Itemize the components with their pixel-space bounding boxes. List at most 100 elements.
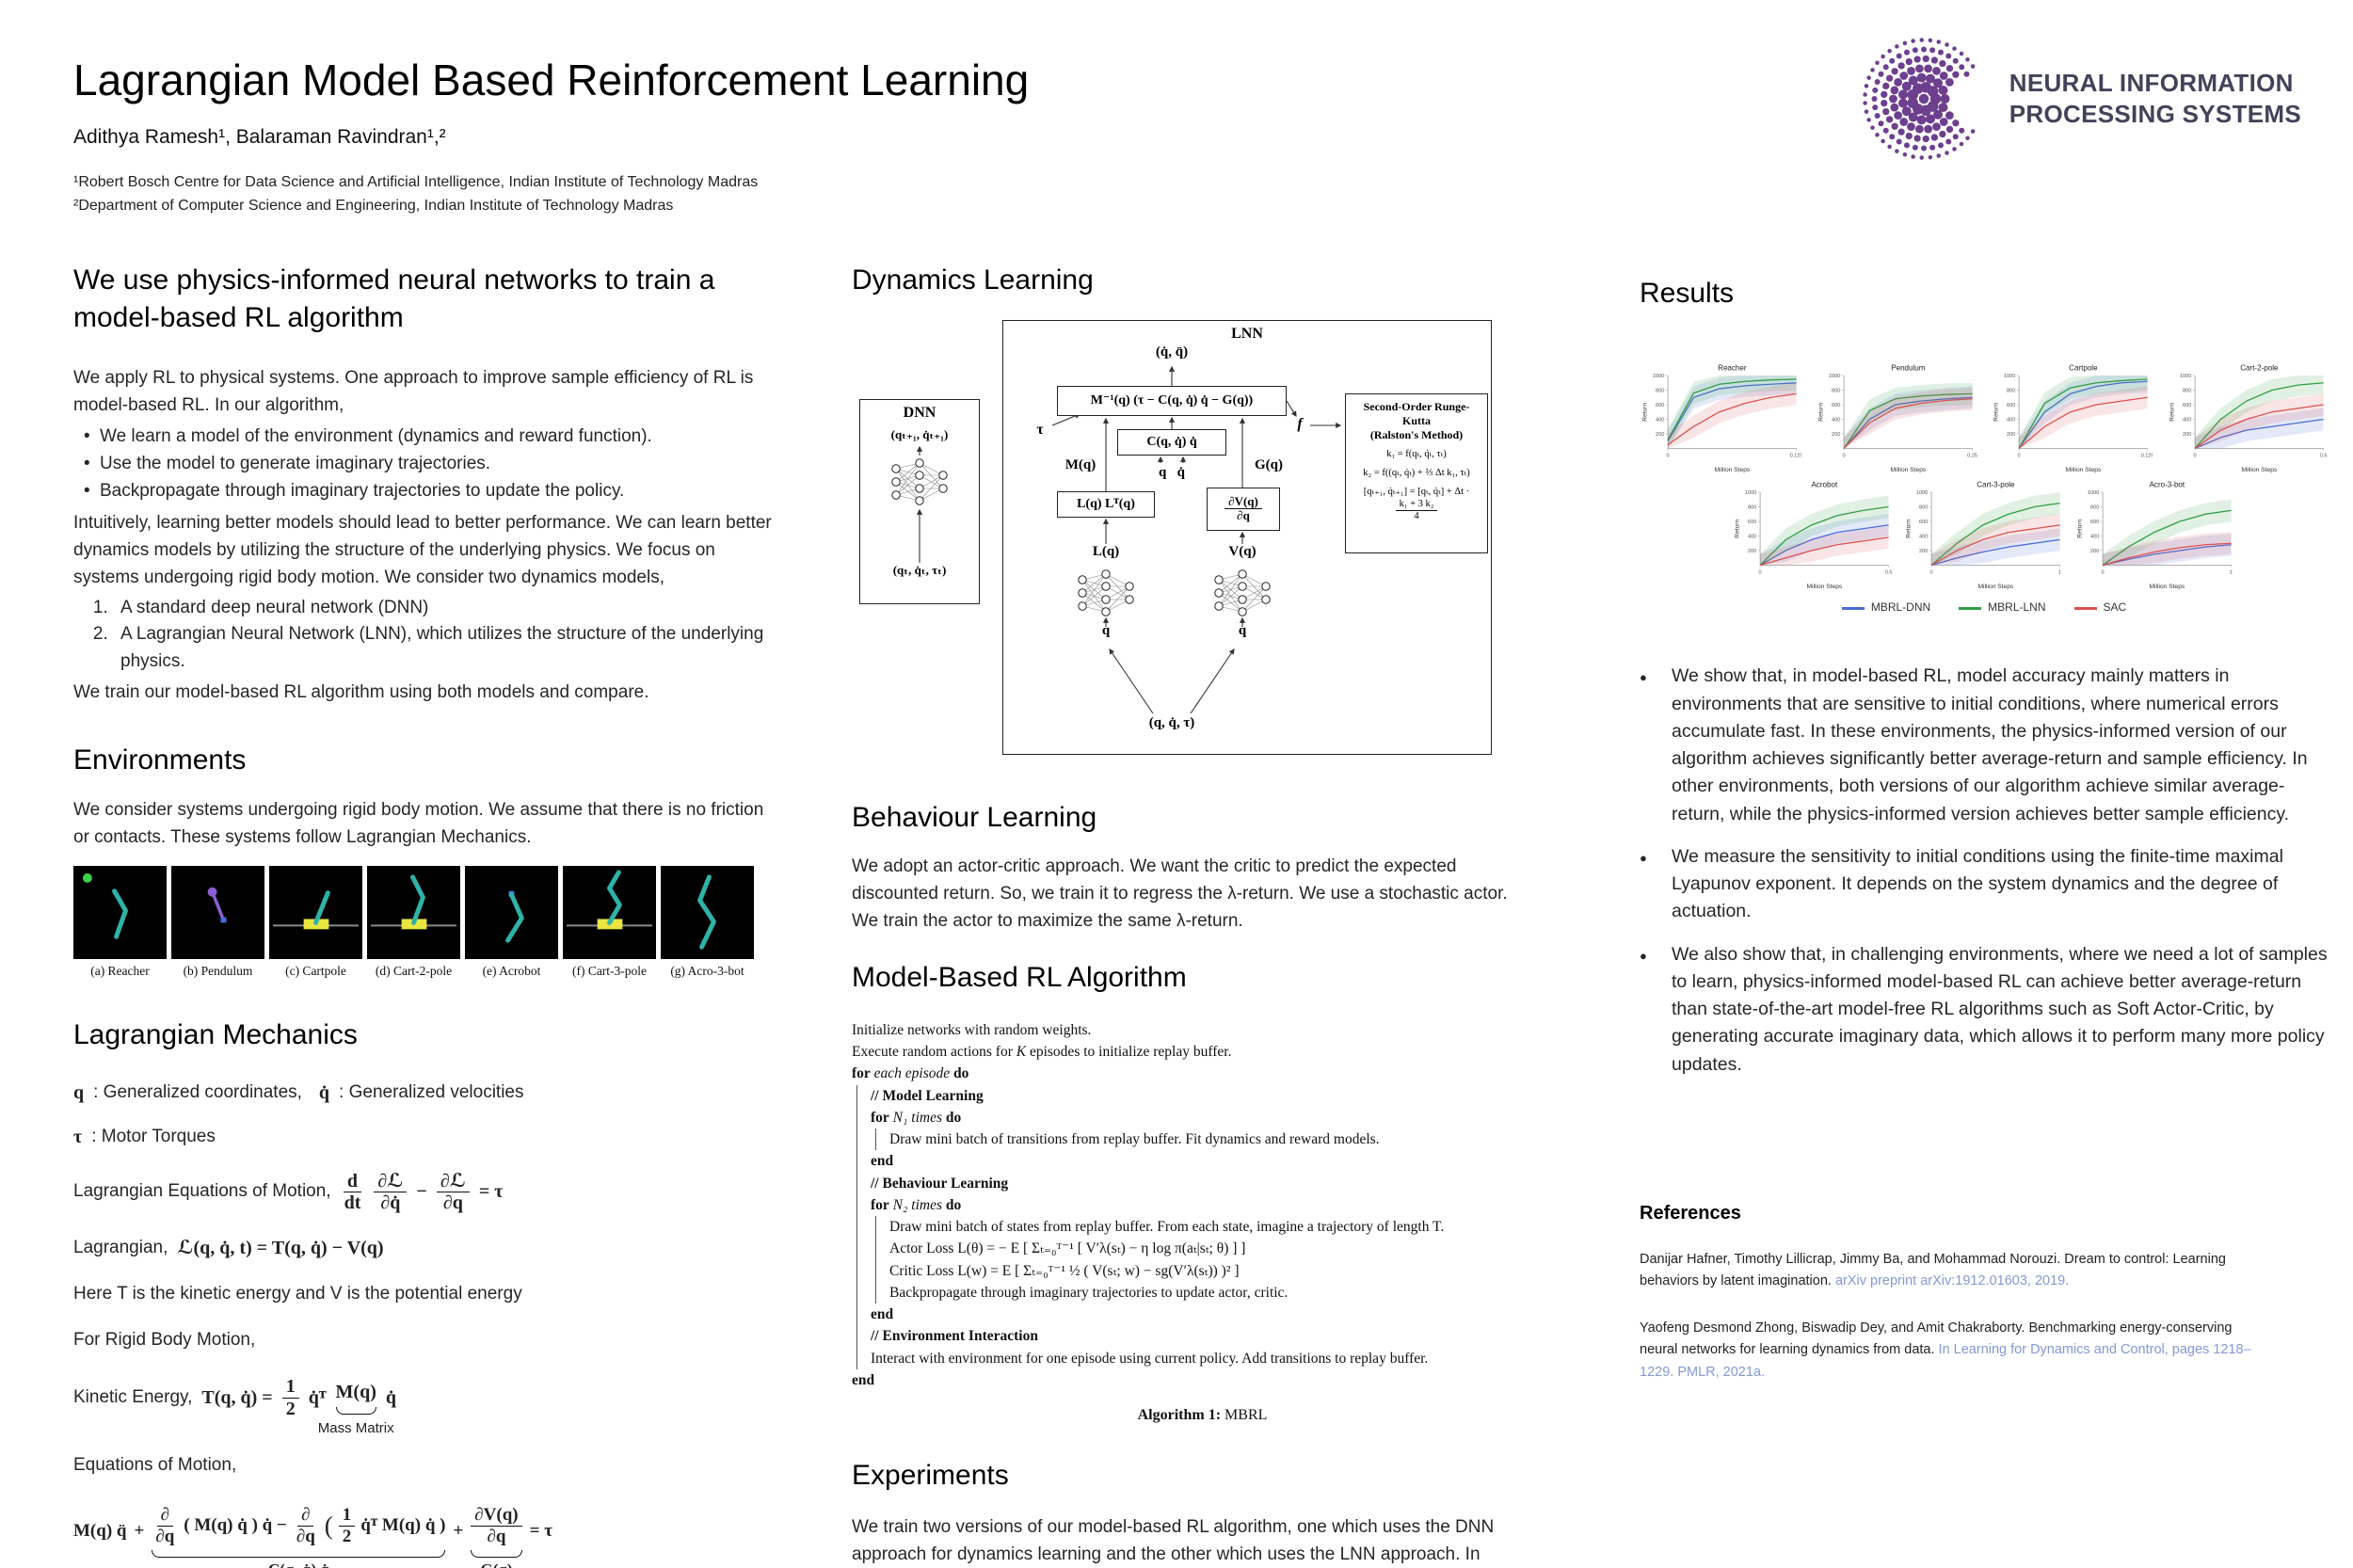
env-caption: (c) Cartpole [285, 963, 346, 978]
svg-text:Cart-3-pole: Cart-3-pole [1977, 481, 2015, 489]
env-tile-pendulum: (b) Pendulum [171, 865, 264, 979]
svg-text:Return: Return [1735, 519, 1741, 537]
svg-text:800: 800 [2090, 505, 2099, 511]
reference-2-link[interactable]: In Learning for Dynamics and Control, pa… [1640, 1342, 2251, 1380]
middle-column: Dynamics Learning [852, 262, 1553, 1568]
authors-line: Adithya Ramesh¹, Balaraman Ravindran¹,² [73, 126, 446, 148]
svg-text:1000: 1000 [2004, 374, 2015, 379]
env-caption: (a) Reacher [90, 963, 150, 978]
mass-matrix-brace: M(q) Mass Matrix [317, 1381, 394, 1436]
svg-text:1000: 1000 [1653, 374, 1664, 379]
lagrangian-mechanics-heading: Lagrangian Mechanics [73, 1018, 358, 1050]
pendulum-bob [207, 887, 217, 897]
svg-text:1000: 1000 [1829, 374, 1840, 379]
env-image-acrobot [465, 865, 558, 959]
svg-text:0: 0 [1842, 453, 1845, 458]
lnn-label: LNN [1231, 325, 1263, 342]
environments-heading: Environments [73, 744, 247, 776]
mass-matrix-label: Mass Matrix [317, 1419, 394, 1436]
poster-header: Lagrangian Model Based Reinforcement Lea… [73, 55, 1542, 218]
f-output-label: f [1297, 415, 1303, 432]
neurips-logo-dots [1863, 38, 1976, 160]
legend-swatch [2073, 606, 2097, 610]
diagram-connectors [916, 365, 1342, 713]
svg-text:0: 0 [1930, 570, 1933, 576]
reference-1-link[interactable]: arXiv preprint arXiv:1912.01603, 2019. [1834, 1273, 2070, 1289]
svg-text:Million Steps: Million Steps [1806, 584, 1842, 590]
behaviour-learning-text: We adopt an actor-critic approach. We wa… [852, 856, 1508, 932]
neurips-logo-text: NEURAL INFORMATION PROCESSING SYSTEMS [2009, 68, 2301, 131]
algo-line: Critic Loss L(w) = E [ Σₜ₌₀ᵀ⁻¹ ½ ( V(sₜ;… [889, 1262, 1240, 1279]
rigid-body-note: For Rigid Body Motion, [73, 1330, 256, 1351]
results-heading: Results [1640, 278, 1735, 309]
tau-input-label: τ [1036, 421, 1044, 438]
model-type-list: A standard deep neural network (DNN) A L… [87, 595, 777, 676]
algo-line: for each episode do [852, 1065, 969, 1082]
references-heading: References [1640, 1202, 1741, 1224]
svg-text:Million Steps: Million Steps [2066, 467, 2102, 473]
env-caption: (e) Acrobot [482, 963, 541, 978]
env-image-pendulum [171, 865, 264, 959]
L-of-q-label: L(q) [1092, 543, 1120, 559]
svg-text:Million Steps: Million Steps [2241, 467, 2277, 473]
pendulum-rod [210, 891, 226, 921]
algo-behaviour-block: Draw mini batch of states from replay bu… [875, 1216, 1553, 1304]
dynamics-learning-heading: Dynamics Learning [852, 264, 1094, 296]
svg-text:0.5: 0.5 [1885, 570, 1893, 576]
underbrace [152, 1549, 446, 1558]
algo-line: for N₂ times do [871, 1196, 962, 1213]
svg-text:200: 200 [1656, 432, 1664, 438]
tau-symbol: τ [73, 1126, 83, 1147]
svg-text:600: 600 [2183, 403, 2191, 408]
svg-text:Million Steps: Million Steps [1890, 467, 1926, 473]
algo-line: end [871, 1153, 894, 1170]
mbrl-algorithm-heading: Model-Based RL Algorithm [852, 962, 1187, 994]
algo-line: Interact with environment for one episod… [871, 1350, 1429, 1367]
algo-line: end [852, 1371, 875, 1388]
intro-paragraph-2: Intuitively, learning better models shou… [73, 512, 772, 587]
qdot-symbol: q̇ [318, 1081, 330, 1103]
legend-item-mbrl-lnn: MBRL-LNN [1959, 600, 2046, 614]
svg-text:600: 600 [1919, 520, 1928, 525]
svg-text:400: 400 [1656, 417, 1664, 423]
svg-text:400: 400 [2183, 417, 2191, 423]
results-bullets: We show that, in model-based RL, model a… [1640, 663, 2329, 1079]
svg-text:0.5: 0.5 [2320, 453, 2328, 458]
svg-text:Return: Return [2077, 519, 2084, 537]
env-image-reacher [73, 865, 167, 959]
algorithm-block: Initialize networks with random weights.… [852, 1019, 1553, 1427]
algo-line: Draw mini batch of transitions from repl… [889, 1131, 1380, 1148]
svg-text:Million Steps: Million Steps [2149, 584, 2185, 590]
svg-text:400: 400 [2007, 417, 2015, 423]
svg-text:0.125: 0.125 [1790, 453, 1801, 458]
results-bullet: We measure the sensitivity to initial co… [1640, 843, 2329, 926]
coriolis-box: C(q, q̇) q̇ [1117, 428, 1226, 456]
svg-text:Acro-3-bot: Acro-3-bot [2150, 481, 2185, 489]
svg-text:600: 600 [2007, 403, 2015, 408]
neurips-logo: NEURAL INFORMATION PROCESSING SYSTEMS [1853, 28, 2301, 169]
algo-model-block: Draw mini batch of transitions from repl… [875, 1128, 1553, 1151]
svg-text:1000: 1000 [2180, 374, 2191, 379]
acceleration-output-var: (q̇, q̈) [1155, 344, 1189, 360]
svg-text:600: 600 [1832, 403, 1840, 408]
svg-text:0.25: 0.25 [1967, 453, 1977, 458]
algo-comment: // Behaviour Learning [871, 1175, 1009, 1192]
svg-text:Pendulum: Pendulum [1891, 363, 1926, 372]
triple-pole [607, 870, 622, 925]
intro-paragraph-1: We apply RL to physical systems. One app… [73, 368, 754, 416]
double-pole [410, 874, 425, 925]
acro-3-bot-links [697, 874, 716, 950]
q-input-label-left: q [1101, 622, 1111, 638]
